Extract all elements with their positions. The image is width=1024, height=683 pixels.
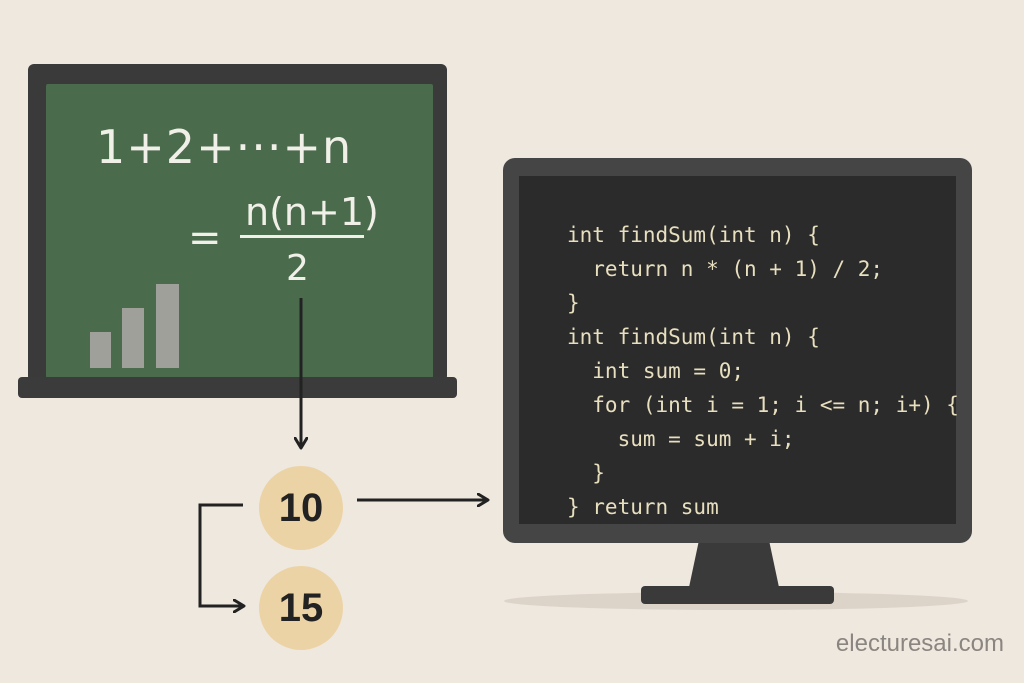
value-label: 15: [278, 585, 324, 630]
fraction-bar: [240, 235, 364, 238]
code-line: }: [567, 291, 580, 315]
code-line: int findSum(int n) {: [567, 325, 820, 349]
code-line: sum = sum + i;: [567, 427, 795, 451]
code-block: int findSum(int n) { return n * (n + 1) …: [567, 218, 959, 524]
bar-chart-icon-bar: [90, 332, 111, 368]
formula-equals: =: [188, 215, 222, 261]
code-line: }: [567, 461, 605, 485]
value-label: 10: [278, 485, 324, 530]
value-circle-10: 10: [259, 466, 343, 550]
formula-sum: 1+2+···+n: [96, 120, 353, 174]
code-line: } return sum: [567, 495, 719, 519]
formula-numerator: n(n+1): [245, 190, 379, 234]
monitor-stand-base: [641, 586, 834, 604]
watermark: electuresai.com: [835, 630, 1004, 657]
chalk-tray: [18, 377, 457, 398]
chalkboard: [28, 64, 447, 382]
code-line: int findSum(int n) {: [567, 223, 820, 247]
value-circle-15: 15: [259, 566, 343, 650]
formula-denominator: 2: [286, 248, 309, 289]
bar-chart-icon-bar: [122, 308, 144, 368]
code-line: int sum = 0;: [567, 359, 745, 383]
monitor: int findSum(int n) { return n * (n + 1) …: [503, 158, 972, 543]
chalkboard-surface: [46, 84, 433, 378]
code-line: for (int i = 1; i <= n; i+) {: [567, 393, 959, 417]
monitor-stand-neck: [688, 540, 780, 592]
monitor-screen: int findSum(int n) { return n * (n + 1) …: [519, 176, 959, 524]
bar-chart-icon-bar: [156, 284, 179, 368]
code-line: return n * (n + 1) / 2;: [567, 257, 884, 281]
arrow-value-to-next-value: [198, 503, 244, 606]
